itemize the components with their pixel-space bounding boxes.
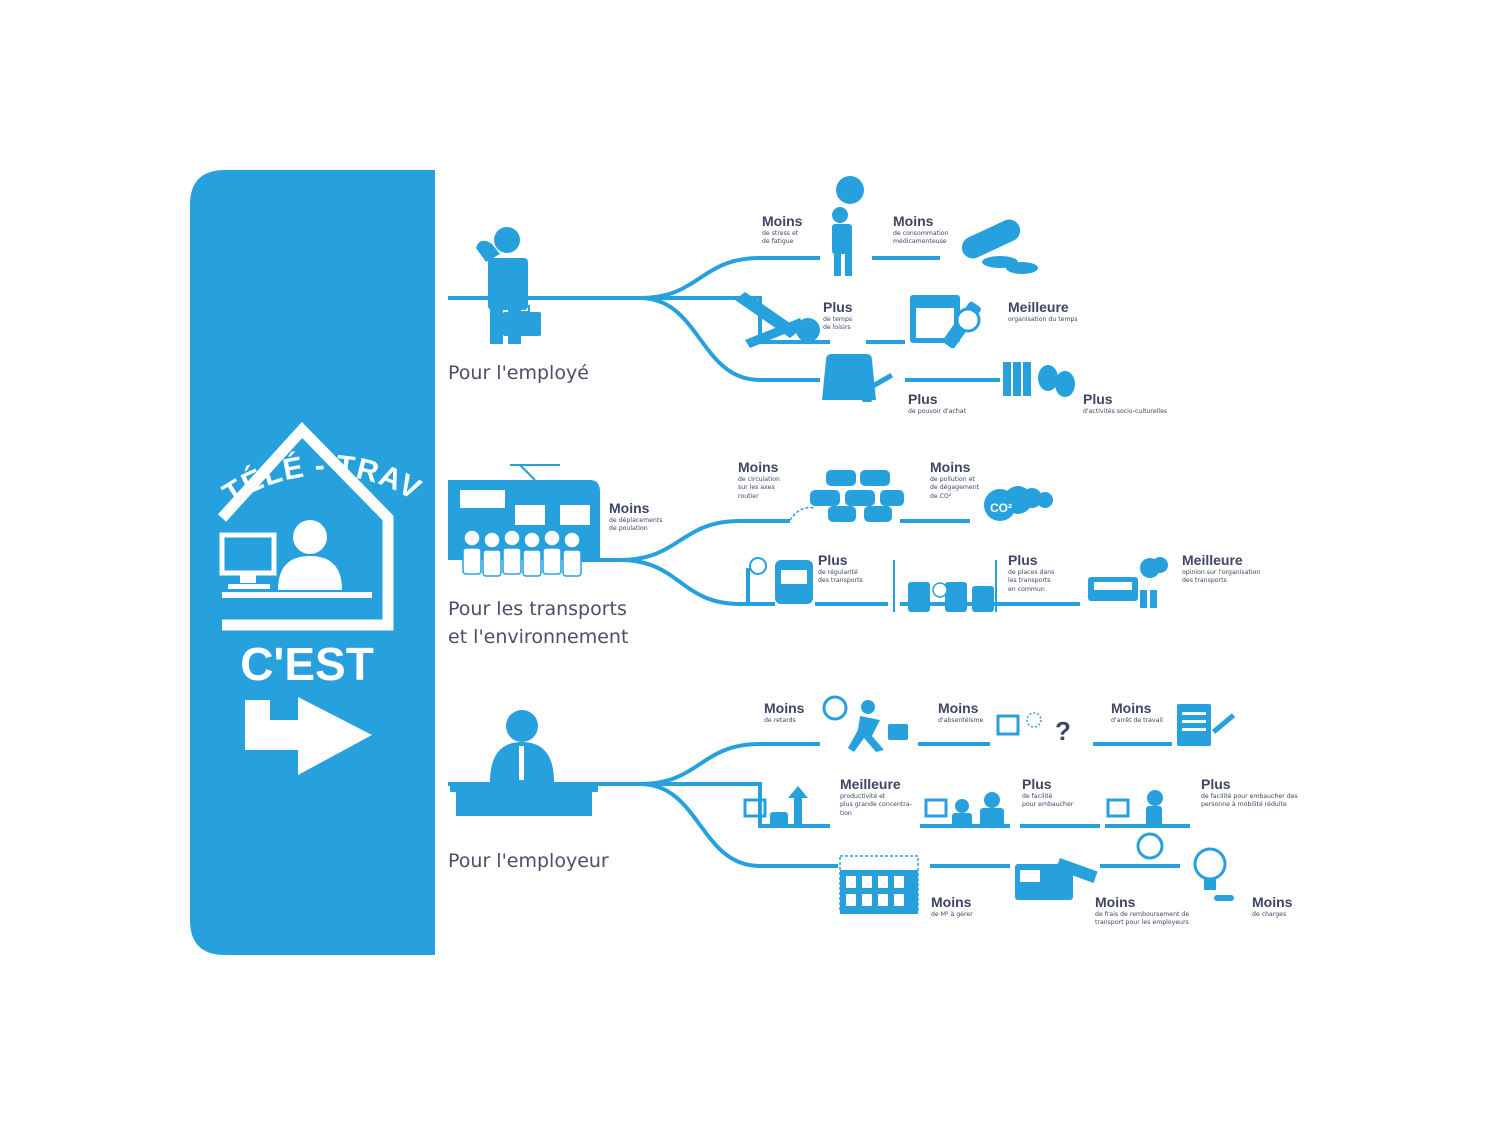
tram-clock-icon: [746, 557, 813, 604]
banner: LE TÉLÉ - TRAVAIL C'EST: [0, 0, 435, 955]
worker-icon: [278, 520, 342, 590]
running-late-icon: [822, 695, 908, 752]
calendar-clock-icon: [910, 295, 981, 349]
businessman-icon: [476, 227, 541, 344]
employer-boss-icon: [450, 710, 598, 816]
books-masks-icon: [1003, 362, 1075, 397]
section-title-employe: Pour l'employé: [448, 362, 589, 384]
traffic-jam-icon: [789, 470, 904, 522]
house-outline-icon: [217, 421, 394, 631]
section-title-transports: Pour les transports et l'environnement: [448, 598, 629, 648]
transport-ticket-icon: [1015, 858, 1098, 900]
cest-label: C'EST: [240, 638, 374, 690]
train-crowd-icon: [448, 464, 600, 577]
pills-icon: [961, 219, 1038, 274]
stressed-person-icon: [832, 176, 864, 276]
wheelchair-icon: [1106, 790, 1164, 860]
section-title-employeur: Pour l'employeur: [448, 850, 609, 872]
deck-chair-icon: [735, 292, 820, 348]
bus-seats-icon: [893, 560, 997, 612]
office-building-icon: [839, 855, 919, 914]
bus-heart-icon: [1088, 557, 1168, 608]
arrow-right-icon: [245, 697, 372, 775]
desk-computer-icon: [219, 532, 372, 598]
svg-text:?: ?: [1055, 716, 1071, 746]
productivity-icon: [743, 786, 808, 826]
connector-lines: [448, 256, 1190, 868]
light-bulb-icon: [1193, 847, 1234, 901]
empty-desk-icon: ?: [996, 712, 1071, 746]
hiring-icon: [924, 792, 1004, 827]
sick-note-icon: [1177, 704, 1236, 746]
co2-text: CO²: [990, 501, 1012, 515]
co2-cloud-icon: CO²: [984, 486, 1053, 521]
shopping-bag-icon: [822, 354, 894, 402]
